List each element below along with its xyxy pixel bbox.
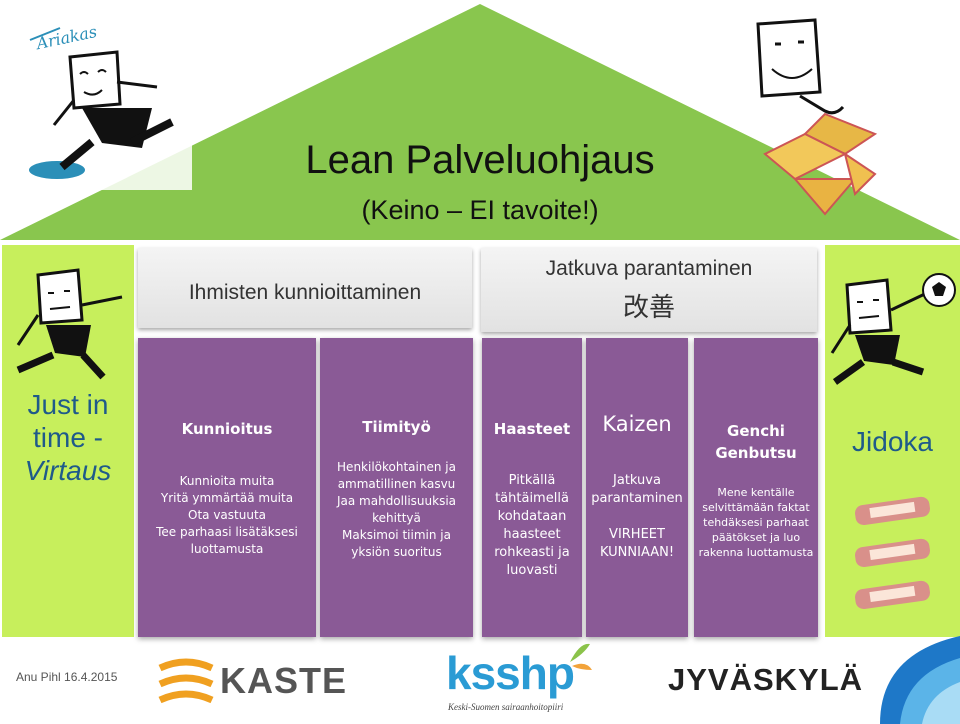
jyvaskyla-logo: JYVÄSKYLÄ [668,662,864,697]
column-kunnioitus: Kunnioitus Kunnioita muita Yritä ymmärtä… [138,338,316,637]
column-text-line [586,508,688,526]
column-genchi-genbutsu: Genchi Genbutsu Mene kentälle selvittämä… [694,338,818,637]
corner-wave-decoration [880,636,960,724]
column-text-line: kohdataan [497,509,567,524]
page-title: Lean Palveluohjaus [305,138,655,182]
column-text-line: parantaminen [591,491,683,506]
column-text-line: Ota vastuuta [188,508,266,522]
column-text-line: Henkilökohtainen ja [337,460,456,474]
column-text-line: Jatkuva [613,473,661,488]
column-text-line: rohkeasti ja [494,545,570,560]
column-heading: Kaizen [602,412,672,436]
jumping-figure-illustration [16,268,123,380]
left-pillar-line1: Just in [27,389,109,420]
column-text-line: kehittyä [372,511,421,525]
column-text-line: Jaa mahdollisuuksia [336,494,457,508]
kaizen-kanji: 改善 [622,292,675,323]
right-pillar: Jidoka [825,245,960,637]
page-subtitle: (Keino – EI tavoite!) [361,195,599,225]
column-text-line: tehdäksesi parhaat [703,516,809,529]
right-pillar-label: Jidoka [852,426,933,457]
respect-for-people-label: Ihmisten kunnioittaminen [188,281,422,304]
column-text-line: Kunnioita muita [179,474,275,488]
column-text-line: VIRHEET [609,527,665,542]
continuous-improvement-box: Jatkuva parantaminen 改善 [481,248,817,332]
column-heading: Haasteet [493,420,571,438]
left-pillar-line3: Virtaus [24,455,112,487]
ksshp-logo: ksshp Keski-Suomen sairaanhoitopiiri [446,640,596,722]
author-date: Anu Pihl 16.4.2015 [16,670,118,684]
ksshp-logo-mark [570,643,592,670]
column-heading-line1: Genchi [727,422,785,440]
kaste-logo: KASTE [158,656,346,712]
kicking-figure-illustration [22,12,192,190]
column-haasteet: Haasteet Pitkällä tähtäimellä kohdataan … [482,338,582,637]
column-text-line: Pitkällä [508,473,556,488]
figure-with-football-illustration [830,273,956,385]
column-tiimityo: Tiimityö Henkilökohtainen ja ammatilline… [320,338,473,637]
column-text-line: päätökset ja luo [711,531,801,544]
continuous-improvement-label: Jatkuva parantaminen [545,256,753,280]
kaste-logo-text: KASTE [220,660,348,701]
left-pillar-line2: time - [33,422,103,454]
column-text-line: Mene kentälle [717,486,795,499]
ksshp-logo-text: ksshp [446,647,575,699]
column-text-line: ammatillinen kasvu [337,477,456,491]
column-heading: Tiimityö [362,418,431,436]
column-text-line: haasteet [503,527,561,542]
column-kaizen: Kaizen Jatkuva parantaminen VIRHEET KUNN… [586,338,688,637]
pipe-illustration [855,496,930,610]
column-text-line: rakenna luottamusta [698,546,814,559]
house-roof [0,4,960,240]
column-text-line: Yritä ymmärtää muita [160,491,294,505]
column-text-line: Tee parhaasi lisätäksesi [156,525,298,539]
column-text-line: Maksimoi tiimin ja [342,528,451,542]
column-text-line: selvittämään faktat [702,501,810,514]
column-heading: Kunnioitus [181,420,273,438]
column-text-line: yksiön suoritus [351,545,442,559]
ksshp-logo-subtitle: Keski-Suomen sairaanhoitopiiri [448,702,564,712]
left-pillar: Just in time - Virtaus [2,245,134,637]
column-text-line: luovasti [506,563,558,578]
column-text-line: tähtäimellä [495,491,569,506]
column-text-line: KUNNIAAN! [599,545,675,560]
column-text-line: luottamusta [190,542,264,556]
column-heading-line2: Genbutsu [715,444,797,462]
figure-holding-ornament-illustration [756,18,878,216]
kaste-logo-mark [158,658,214,704]
respect-for-people-box: Ihmisten kunnioittaminen [138,248,472,328]
